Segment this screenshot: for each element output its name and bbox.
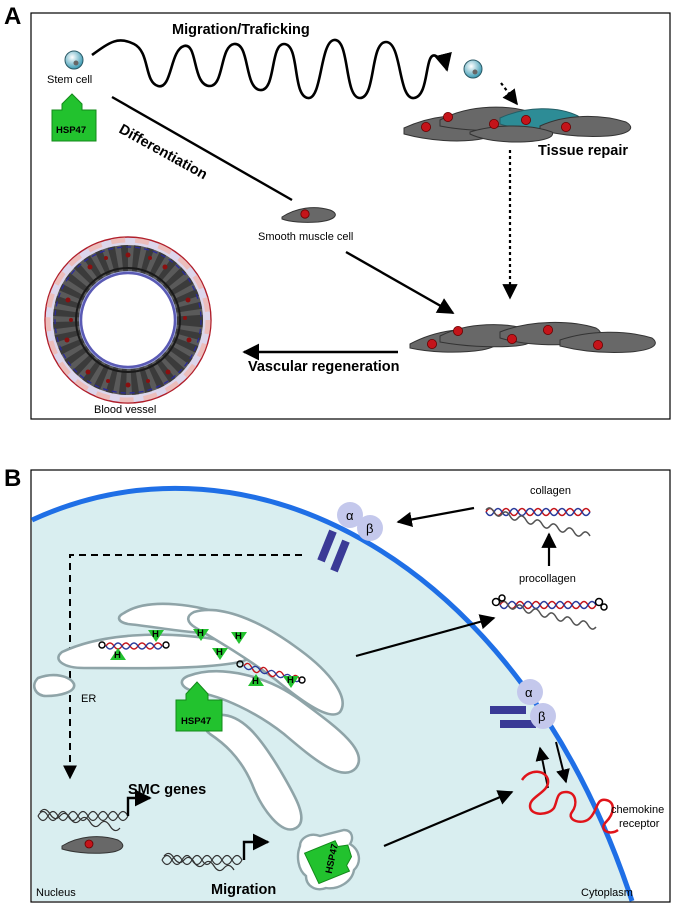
hsp47-h-markers: H H H H H H H bbox=[110, 628, 299, 688]
vascular-regeneration-label: Vascular regeneration bbox=[248, 359, 400, 375]
chemokine-receptor bbox=[520, 770, 619, 834]
collagen-label: collagen bbox=[530, 485, 571, 497]
integrin-receptor-arrow-down bbox=[555, 741, 570, 784]
chemokine-receptor-label-1: chemokine bbox=[611, 804, 664, 816]
smooth-muscle-cell bbox=[281, 207, 336, 223]
h-marker-label: H bbox=[287, 675, 294, 686]
cell-membrane bbox=[30, 486, 635, 902]
migration-path bbox=[91, 38, 452, 100]
h-marker-label: H bbox=[235, 631, 242, 642]
tissue-repair-cells bbox=[403, 106, 631, 143]
smc-genes-label: SMC genes bbox=[128, 782, 206, 798]
nucleus-label: Nucleus bbox=[36, 887, 76, 899]
migrated-stem-cell bbox=[463, 59, 483, 79]
integrin-lower: α β bbox=[490, 679, 556, 729]
migration-to-receptor-arrow bbox=[383, 790, 514, 848]
svg-text:HSP47: HSP47 bbox=[181, 716, 211, 727]
smc-cell-b bbox=[61, 836, 124, 854]
integrin-alpha-label-2: α bbox=[525, 685, 533, 700]
migration-gene-label: Migration bbox=[211, 882, 276, 898]
integrin-beta-label: β bbox=[366, 521, 373, 536]
collagen bbox=[485, 507, 591, 537]
integrin-beta-label-2: β bbox=[538, 709, 545, 724]
migration-trafficking-label: Migration/Traficking bbox=[172, 22, 310, 38]
smooth-muscle-label: Smooth muscle cell bbox=[258, 231, 353, 243]
h-marker-label: H bbox=[252, 676, 259, 687]
blood-vessel-label: Blood vessel bbox=[94, 404, 156, 416]
smc-to-regeneration-arrow bbox=[345, 250, 455, 315]
integrin-top: α β bbox=[317, 502, 383, 573]
smc-genes-dna bbox=[37, 808, 129, 832]
h-marker-label: H bbox=[152, 629, 159, 640]
h-marker-label: H bbox=[216, 647, 223, 658]
integrin-receptor-arrow-up bbox=[535, 746, 550, 789]
procollagen bbox=[491, 594, 608, 630]
collagen-to-integrin-arrow bbox=[396, 506, 475, 528]
tissue-repair-label: Tissue repair bbox=[538, 143, 628, 159]
migration-dna bbox=[161, 852, 243, 872]
procollagen-label: procollagen bbox=[519, 573, 576, 585]
procollagen-er-strand-1 bbox=[98, 641, 170, 650]
cytoplasm-label: Cytoplasm bbox=[581, 887, 633, 899]
differentiation-label: Differentiation bbox=[116, 122, 210, 184]
hsp47-arrow-migration: HSP47 bbox=[296, 828, 361, 891]
panel-b-letter: B bbox=[4, 465, 21, 492]
panel-a-frame bbox=[30, 12, 671, 420]
h-marker-label: H bbox=[114, 650, 121, 661]
stem-cell bbox=[64, 50, 84, 70]
hsp47-arrow-er: HSP47 bbox=[175, 681, 223, 732]
h-marker-label: H bbox=[197, 628, 204, 639]
migration-promoter-arrow bbox=[242, 833, 270, 860]
panel-a-letter: A bbox=[4, 3, 21, 30]
blood-vessel bbox=[44, 236, 212, 404]
svg-text:HSP47: HSP47 bbox=[56, 125, 86, 136]
regenerated-cells bbox=[409, 321, 656, 354]
differentiation-line bbox=[111, 95, 293, 202]
hsp47-arrow-a: HSP47 bbox=[51, 93, 97, 142]
er-structure bbox=[33, 602, 361, 831]
stem-cell-label: Stem cell bbox=[47, 74, 92, 86]
dotted-arrow-diag bbox=[500, 82, 518, 106]
chemokine-receptor-label-2: receptor bbox=[619, 818, 660, 830]
stem-cell-nucleus bbox=[73, 60, 79, 66]
integrin-alpha-label: α bbox=[346, 508, 354, 523]
smc-genes-promoter-arrow bbox=[126, 789, 152, 816]
signal-dashed-path bbox=[63, 554, 302, 780]
er-to-procollagen-arrow bbox=[355, 614, 496, 658]
er-label: ER bbox=[81, 693, 96, 705]
migrated-stem-cell-nucleus bbox=[472, 69, 478, 75]
